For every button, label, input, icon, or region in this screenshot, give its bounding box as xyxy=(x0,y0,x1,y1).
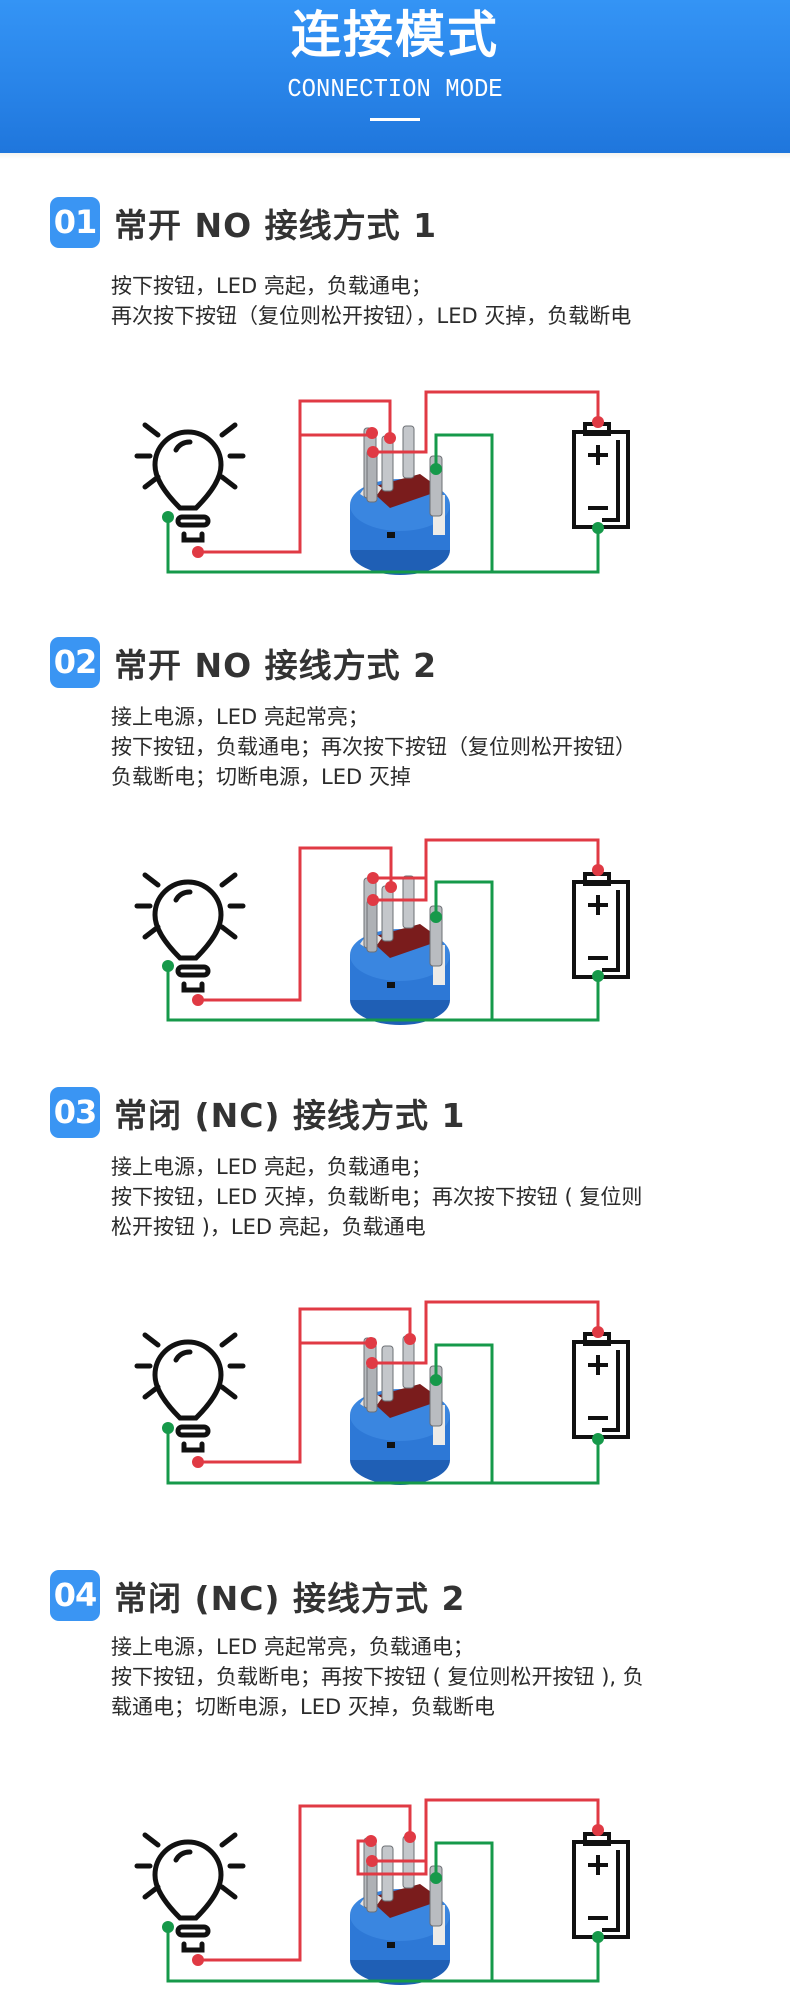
description-line: 按下按钮，负载断电；再按下按钮 ( 复位则松开按钮 ), 负 xyxy=(111,1665,644,1689)
description-line: 负载断电；切断电源，LED 灭掉 xyxy=(111,765,411,789)
page-title: 连接模式 xyxy=(291,6,499,64)
section-title: 常开 NO 接线方式 1 xyxy=(114,205,438,245)
section-heading: 01 常开 NO 接线方式 1 xyxy=(50,197,437,248)
section-description: 接上电源，LED 亮起常亮； 按下按钮，负载通电；再次按下按钮（复位则松开按钮）… xyxy=(111,702,711,792)
section-number-badge: 04 xyxy=(50,1570,100,1621)
description-line: 按下按钮，负载通电；再次按下按钮（复位则松开按钮） xyxy=(111,735,636,759)
section-title: 常闭 (NC) 接线方式 1 xyxy=(114,1095,466,1135)
light-bulb-icon xyxy=(134,872,246,993)
description-line: 按下按钮，LED 灭掉，负载断电；再次按下按钮 ( 复位则 xyxy=(111,1185,643,1209)
wiring-diagram xyxy=(120,370,640,595)
description-line: 载通电；切断电源，LED 灭掉，负载断电 xyxy=(111,1695,495,1719)
page-header: 连接模式 CONNECTION MODE xyxy=(0,0,790,153)
header-divider xyxy=(370,118,420,121)
description-line: 再次按下按钮（复位则松开按钮），LED 灭掉，负载断电 xyxy=(111,304,632,328)
section-number-badge: 03 xyxy=(50,1087,100,1138)
description-line: 接上电源，LED 亮起常亮； xyxy=(111,705,369,729)
light-bulb-icon xyxy=(134,1832,246,1953)
wiring-diagram xyxy=(120,820,640,1045)
section-title: 常闭 (NC) 接线方式 2 xyxy=(114,1578,466,1618)
section-heading: 04 常闭 (NC) 接线方式 2 xyxy=(50,1570,465,1621)
description-line: 接上电源，LED 亮起常亮，负载通电； xyxy=(111,1635,474,1659)
battery-icon xyxy=(572,872,630,979)
description-line: 按下按钮，LED 亮起，负载通电； xyxy=(111,274,432,298)
section-number-badge: 02 xyxy=(50,637,100,688)
push-button-switch-icon xyxy=(350,1835,450,1985)
header-shadow xyxy=(0,153,790,159)
battery-icon xyxy=(572,1332,630,1439)
section-heading: 03 常闭 (NC) 接线方式 1 xyxy=(50,1087,465,1138)
light-bulb-icon xyxy=(134,422,246,543)
push-button-switch-icon xyxy=(350,1335,450,1485)
battery-icon xyxy=(572,1832,630,1939)
section-description: 接上电源，LED 亮起，负载通电； 按下按钮，LED 灭掉，负载断电；再次按下按… xyxy=(111,1152,711,1242)
section-title: 常开 NO 接线方式 2 xyxy=(114,645,438,685)
description-line: 接上电源，LED 亮起，负载通电； xyxy=(111,1155,432,1179)
push-button-switch-icon xyxy=(350,875,450,1025)
section-description: 按下按钮，LED 亮起，负载通电； 再次按下按钮（复位则松开按钮），LED 灭掉… xyxy=(111,271,711,331)
section-number-badge: 01 xyxy=(50,197,100,248)
battery-icon xyxy=(572,422,630,529)
page-subtitle: CONNECTION MODE xyxy=(287,74,503,104)
description-line: 松开按钮 )，LED 亮起，负载通电 xyxy=(111,1215,426,1239)
section-heading: 02 常开 NO 接线方式 2 xyxy=(50,637,437,688)
wiring-diagram xyxy=(120,1780,640,2000)
light-bulb-icon xyxy=(134,1332,246,1453)
section-description: 接上电源，LED 亮起常亮，负载通电； 按下按钮，负载断电；再按下按钮 ( 复位… xyxy=(111,1632,711,1722)
wiring-diagram xyxy=(120,1280,640,1505)
push-button-switch-icon xyxy=(350,425,450,575)
